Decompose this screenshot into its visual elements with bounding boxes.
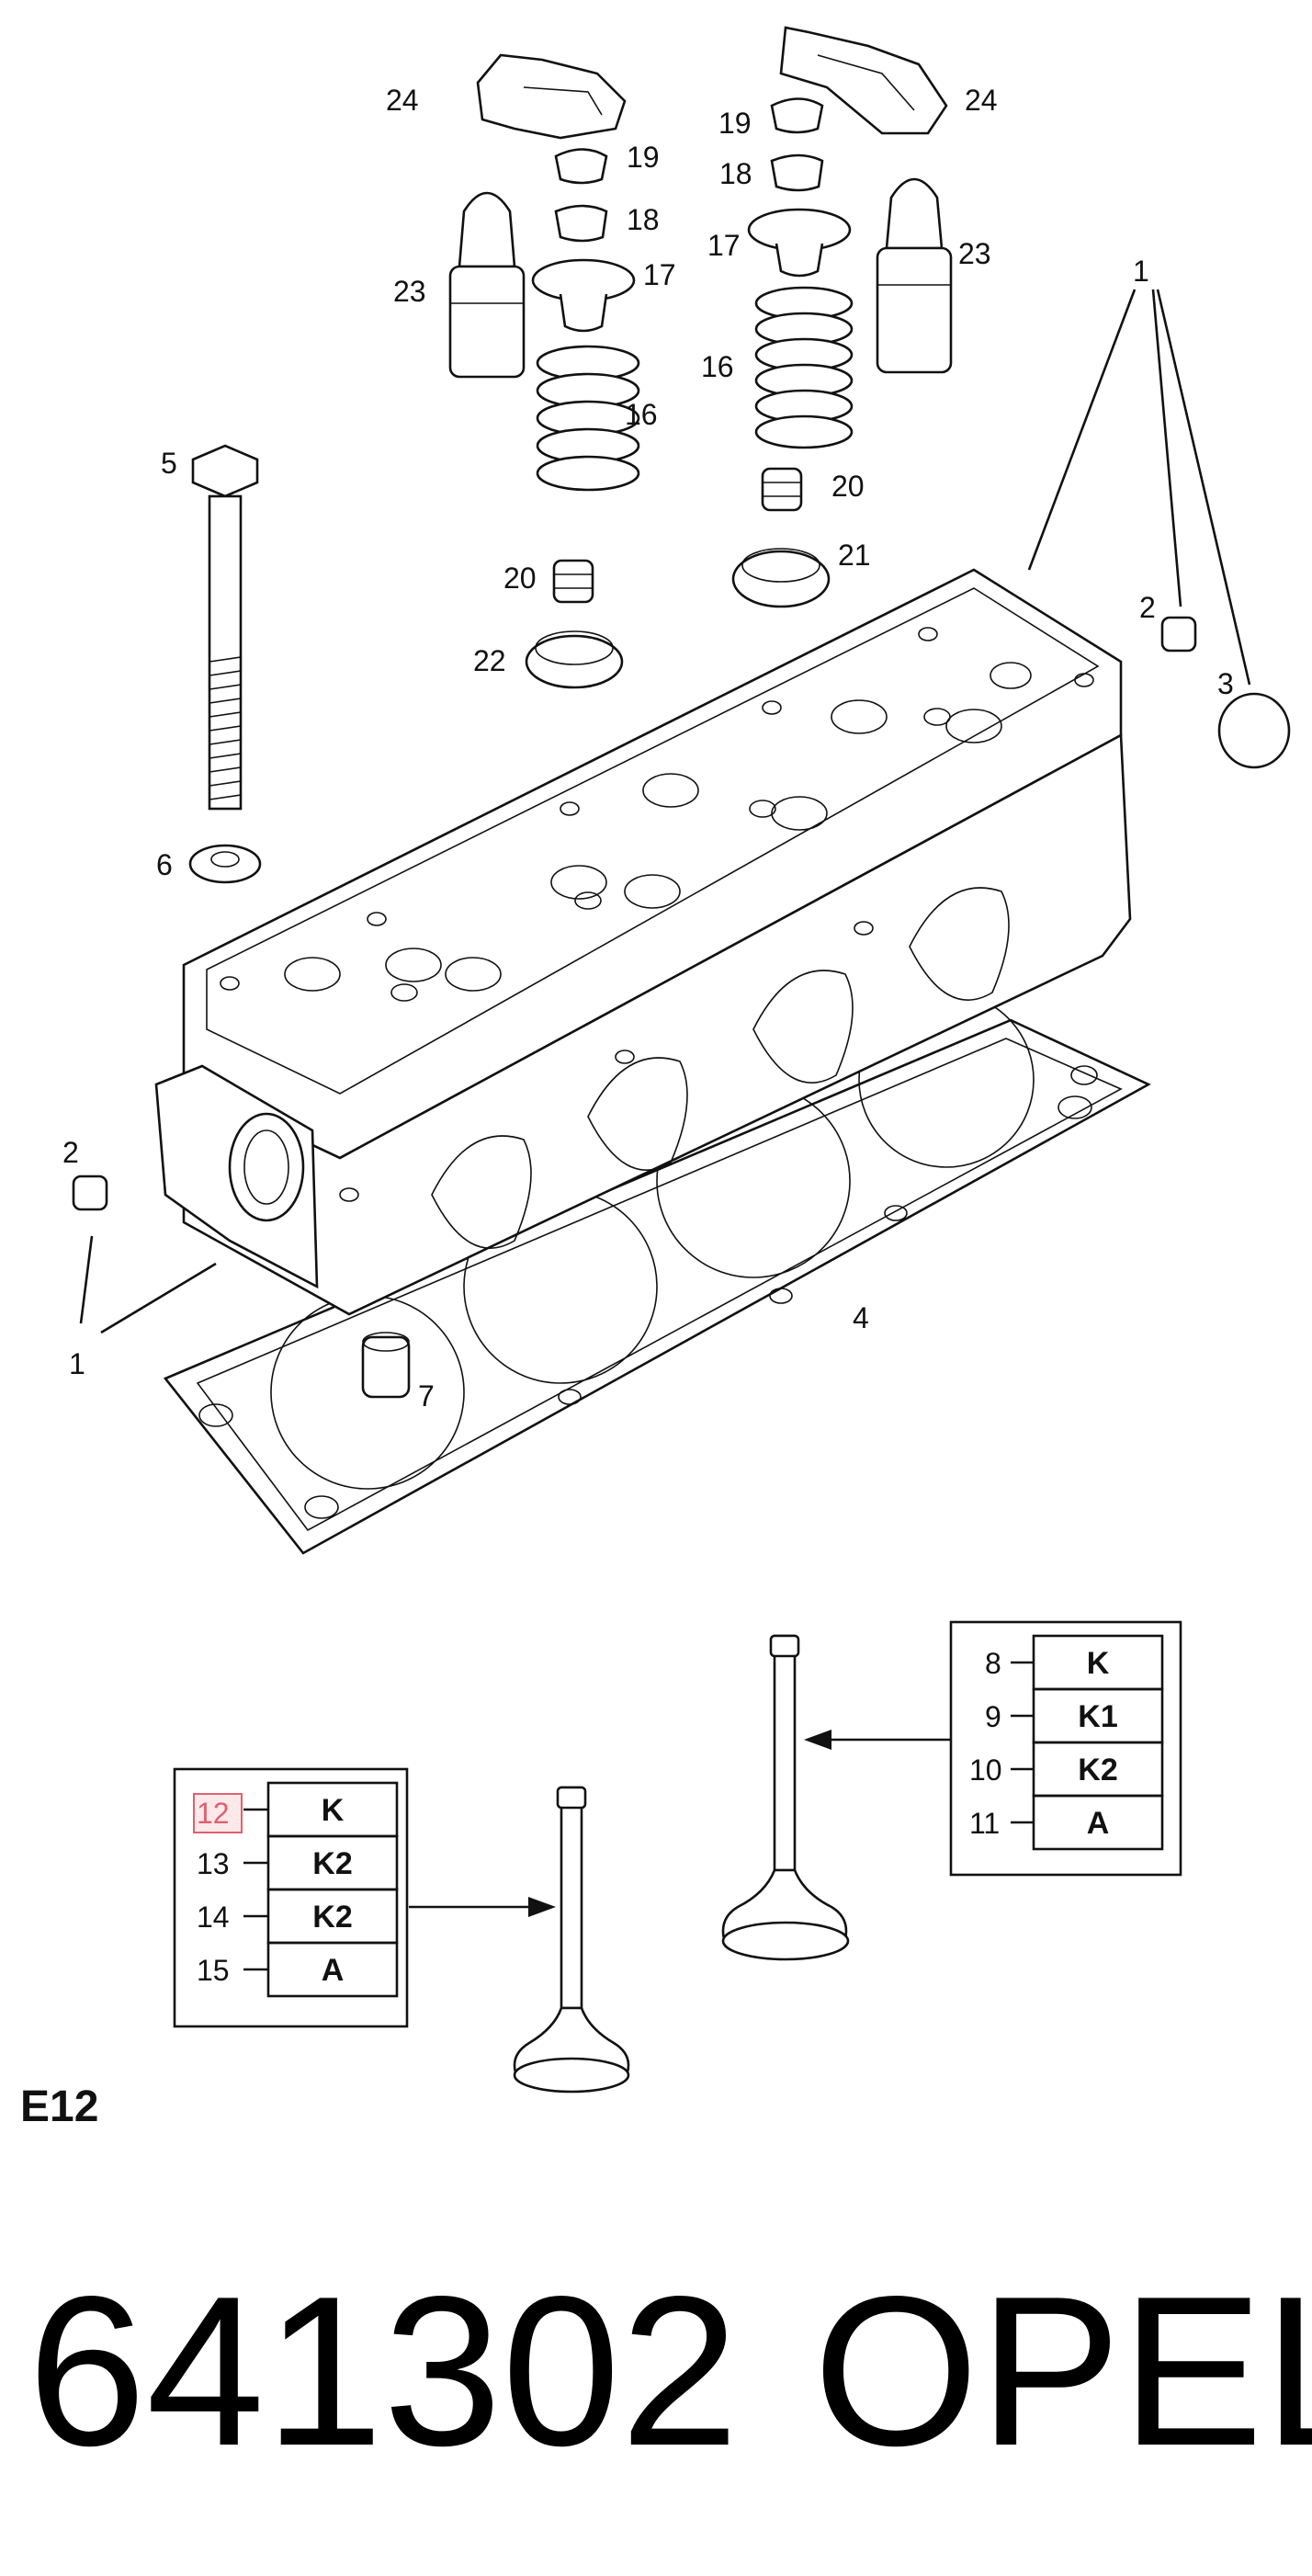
intake-valve-table: 12 K 13 K2 14 K2 15 A bbox=[173, 1767, 409, 2028]
exhaust-row-num: 11 bbox=[969, 1807, 1000, 1840]
rocker-arm-right bbox=[779, 26, 948, 135]
exhaust-row-code: A bbox=[1087, 1806, 1110, 1841]
valve-seal-right bbox=[761, 467, 803, 512]
callout-1-top: 1 bbox=[1133, 255, 1149, 288]
exhaust-row-code: K2 bbox=[1078, 1753, 1117, 1787]
highlight-box bbox=[193, 1793, 243, 1833]
exhaust-row-8: 8 K bbox=[985, 1634, 1164, 1691]
intake-valve bbox=[513, 1786, 630, 2094]
spring-retainer-left bbox=[531, 258, 636, 333]
callout-19-left: 19 bbox=[627, 141, 660, 174]
intake-row-14: 14 K2 bbox=[197, 1888, 399, 1945]
valve-seal-left bbox=[552, 559, 594, 604]
intake-row-code: A bbox=[322, 1953, 345, 1988]
keeper-clip-right bbox=[770, 153, 824, 192]
part-number: 641302 bbox=[28, 2253, 739, 2491]
intake-row-13: 13 K2 bbox=[197, 1834, 399, 1891]
callout-20-left: 20 bbox=[503, 562, 537, 595]
spring-retainer-right bbox=[747, 208, 852, 278]
bolt-washer bbox=[188, 844, 262, 884]
callout-7: 7 bbox=[418, 1379, 435, 1413]
intake-row-num: 14 bbox=[197, 1901, 230, 1934]
valve-spring-right bbox=[754, 286, 854, 449]
cylinder-head bbox=[154, 568, 1132, 1316]
hydraulic-lifter-right bbox=[876, 177, 953, 374]
intake-row-num: 13 bbox=[197, 1847, 230, 1880]
callout-1-left: 1 bbox=[69, 1347, 85, 1380]
callout-2-left: 2 bbox=[62, 1136, 79, 1169]
exhaust-row-10: 10 K2 bbox=[969, 1741, 1164, 1798]
exhaust-row-11: 11 A bbox=[969, 1794, 1164, 1851]
callout-20-right: 20 bbox=[831, 470, 865, 503]
callout-24-left: 24 bbox=[386, 84, 419, 117]
callout-23-right: 23 bbox=[958, 237, 991, 270]
spring-seat-left bbox=[525, 630, 624, 689]
callout-5: 5 bbox=[161, 447, 177, 480]
exhaust-valve-table: 8 K 9 K1 10 K2 11 A bbox=[949, 1620, 1182, 1877]
brand-label: OPEL bbox=[813, 2253, 1312, 2491]
exhaust-valve bbox=[721, 1634, 850, 1961]
exhaust-row-num: 8 bbox=[985, 1647, 1001, 1680]
keeper-clip-left bbox=[554, 204, 608, 243]
exhaust-row-code: K bbox=[1087, 1646, 1110, 1681]
exhaust-row-code: K1 bbox=[1078, 1699, 1117, 1734]
engine-label: E12 bbox=[20, 2082, 98, 2131]
callout-21: 21 bbox=[838, 539, 871, 572]
intake-row-num: 15 bbox=[197, 1954, 230, 1987]
valve-keeper-right bbox=[770, 97, 824, 134]
callout-17-left: 17 bbox=[643, 258, 676, 291]
leader-lines bbox=[79, 289, 1251, 1334]
callout-3: 3 bbox=[1217, 667, 1234, 700]
callout-22: 22 bbox=[473, 644, 506, 677]
callout-18-right: 18 bbox=[719, 157, 752, 190]
valve-keeper-left bbox=[554, 148, 608, 185]
callout-17-right: 17 bbox=[707, 229, 741, 262]
plug-right bbox=[1160, 616, 1197, 653]
callout-6: 6 bbox=[156, 848, 173, 881]
dowel-pin bbox=[361, 1332, 411, 1399]
intake-row-code: K bbox=[322, 1793, 345, 1828]
exhaust-row-num: 9 bbox=[985, 1700, 1001, 1733]
exhaust-row-9: 9 K1 bbox=[985, 1687, 1164, 1744]
hydraulic-lifter-left bbox=[448, 191, 526, 379]
intake-row-code: K2 bbox=[312, 1846, 352, 1881]
spring-seat-right bbox=[731, 548, 831, 608]
callout-18-left: 18 bbox=[627, 203, 660, 236]
plug-left bbox=[72, 1175, 108, 1211]
expansion-plug bbox=[1217, 692, 1291, 769]
exhaust-row-num: 10 bbox=[969, 1753, 1002, 1787]
callout-4: 4 bbox=[853, 1301, 869, 1334]
exhaust-arrow bbox=[804, 1730, 951, 1750]
head-bolt bbox=[191, 444, 259, 811]
callout-24-right: 24 bbox=[965, 84, 998, 117]
intake-row-12: 12 K bbox=[193, 1781, 399, 1838]
intake-arrow bbox=[409, 1897, 556, 1917]
callout-labels: 1 1 2 2 3 4 5 6 7 16 16 17 17 18 18 19 1… bbox=[62, 84, 1234, 1413]
intake-row-num: 12 bbox=[197, 1797, 230, 1830]
callout-16-right: 16 bbox=[701, 350, 734, 383]
rocker-arm-left bbox=[476, 53, 627, 140]
callout-23-left: 23 bbox=[393, 275, 426, 308]
intake-row-15: 15 A bbox=[197, 1941, 399, 1998]
callout-2-right: 2 bbox=[1139, 591, 1156, 624]
callout-19-right: 19 bbox=[718, 107, 752, 140]
callout-16-left: 16 bbox=[625, 398, 658, 431]
valve-spring-left bbox=[536, 345, 640, 492]
intake-row-code: K2 bbox=[312, 1900, 352, 1935]
